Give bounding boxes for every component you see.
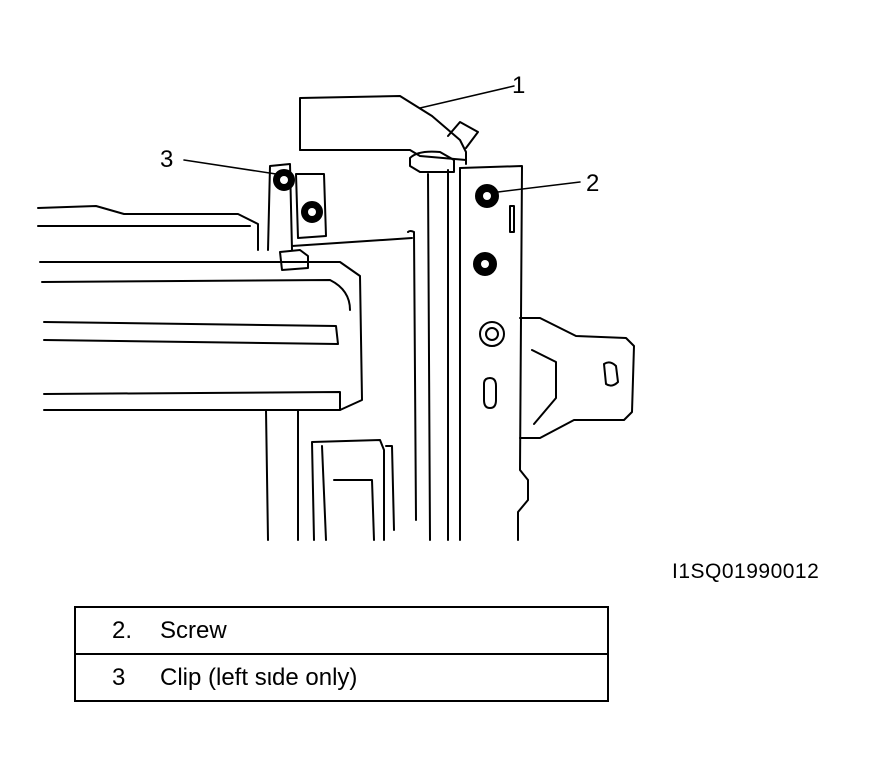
- crossmember: [37, 205, 259, 251]
- callout-3: 3: [160, 146, 174, 173]
- leader-3: [183, 159, 277, 175]
- legend-number: 3: [112, 663, 126, 691]
- legend-text: Screw: [160, 616, 227, 644]
- figure-id: I1SQ01990012: [672, 560, 820, 583]
- side-bracket: [519, 317, 635, 439]
- legend-row: 3 Clip (left sιde only): [76, 653, 607, 700]
- right-pillar: [427, 167, 461, 541]
- radiator-support-diagram: [37, 85, 635, 541]
- callout-2: 2: [586, 170, 600, 197]
- leader-2: [497, 181, 581, 193]
- upper-cover-part: [299, 95, 467, 165]
- legend-number: 2.: [112, 616, 133, 644]
- lower-bracket: [311, 439, 385, 541]
- legend-row: 2. Screw: [76, 608, 607, 653]
- legend-text: Clip (left sιde only): [160, 663, 358, 691]
- legend-table: 2. Screw 3 Clip (left sιde only): [74, 606, 609, 702]
- callout-1: 1: [512, 72, 526, 99]
- left-column: [267, 163, 293, 251]
- leader-1: [419, 85, 515, 109]
- cover-tab: [447, 121, 479, 149]
